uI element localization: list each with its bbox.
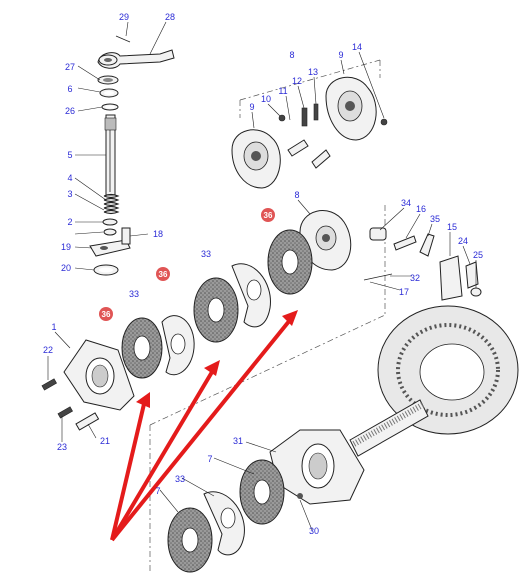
- bracket-part-19: [89, 227, 131, 257]
- washer-stack: [97, 75, 119, 111]
- callout-16: 16: [416, 204, 426, 214]
- callout-20: 20: [61, 263, 71, 273]
- badge-36-top: [261, 208, 275, 222]
- callout-18: 18: [153, 229, 163, 239]
- callout-26: 26: [65, 106, 75, 116]
- callout-7-upper: 7: [207, 454, 212, 464]
- callout-32: 32: [410, 273, 420, 283]
- callout-35: 35: [430, 214, 440, 224]
- friction-disc-left: [121, 317, 163, 379]
- callout-19: 19: [61, 242, 71, 252]
- actuator-plate-9b: [325, 76, 377, 141]
- callout-9-left: 9: [249, 102, 254, 112]
- housing-part-31: [269, 429, 365, 505]
- callout-14: 14: [352, 42, 362, 52]
- leader-lines: [47, 21, 477, 531]
- bolts-left: [41, 378, 100, 431]
- callout-8-top: 8: [289, 50, 294, 60]
- pin-part-29: [115, 35, 131, 43]
- callout-10: 10: [261, 94, 271, 104]
- shaft-part-5: [104, 114, 117, 196]
- badge-36-left-label: 36: [102, 310, 111, 319]
- callout-27: 27: [65, 62, 75, 72]
- badge-36-top-label: 36: [264, 211, 273, 220]
- callout-21: 21: [100, 436, 110, 446]
- callout-numbers: 29 28 27 6 26 5 4 3 2 18 19 20 8 9 14 12…: [43, 12, 483, 536]
- callout-29: 29: [119, 12, 129, 22]
- crown-wheel: [377, 305, 519, 435]
- links-and-pins: [278, 103, 388, 169]
- callout-1: 1: [51, 322, 56, 332]
- callout-2: 2: [67, 217, 72, 227]
- callout-33-upper-right: 33: [201, 249, 211, 259]
- callout-4: 4: [67, 173, 72, 183]
- callout-17: 17: [399, 287, 409, 297]
- red-arrows: [110, 310, 298, 542]
- lever-arm: [97, 49, 175, 69]
- callout-13: 13: [308, 67, 318, 77]
- callout-12: 12: [292, 76, 302, 86]
- brake-housing: [299, 210, 352, 271]
- callout-33-lower: 33: [175, 474, 185, 484]
- callout-31: 31: [233, 436, 243, 446]
- badge-36-mid-label: 36: [159, 270, 168, 279]
- friction-disc-right: [267, 229, 313, 295]
- small-washers: [102, 218, 118, 236]
- callout-34: 34: [401, 198, 411, 208]
- callout-3: 3: [67, 189, 72, 199]
- badges-36: 36 36 36: [99, 208, 275, 321]
- spring-part-4: [103, 193, 120, 215]
- plate-33-mid: [231, 263, 271, 328]
- callout-30: 30: [309, 526, 319, 536]
- callout-28: 28: [165, 12, 175, 22]
- callout-5: 5: [67, 150, 72, 160]
- badge-36-left: [99, 307, 113, 321]
- callout-33-upper-left: 33: [129, 289, 139, 299]
- callout-25: 25: [473, 250, 483, 260]
- callout-8-mid: 8: [294, 190, 299, 200]
- pinion-shaft: [349, 399, 429, 457]
- callout-9-right: 9: [338, 50, 343, 60]
- flange-part-1: [63, 339, 135, 411]
- callout-7-lower: 7: [155, 486, 160, 496]
- callout-11: 11: [278, 86, 287, 96]
- friction-disc-mid: [193, 277, 239, 343]
- callout-6: 6: [67, 84, 72, 94]
- badge-36-mid: [156, 267, 170, 281]
- callout-23: 23: [57, 442, 67, 452]
- friction-disc-bottom-left: [167, 507, 213, 573]
- friction-disc-bottom-right: [239, 459, 285, 525]
- housing-small-parts: [363, 227, 482, 301]
- callout-22: 22: [43, 345, 53, 355]
- callout-24: 24: [458, 236, 468, 246]
- callout-15: 15: [447, 222, 457, 232]
- plate-33-left: [161, 315, 195, 376]
- actuator-plate-9a: [231, 129, 281, 189]
- ring-part-20: [93, 264, 119, 276]
- plate-33-bottom: [203, 491, 245, 556]
